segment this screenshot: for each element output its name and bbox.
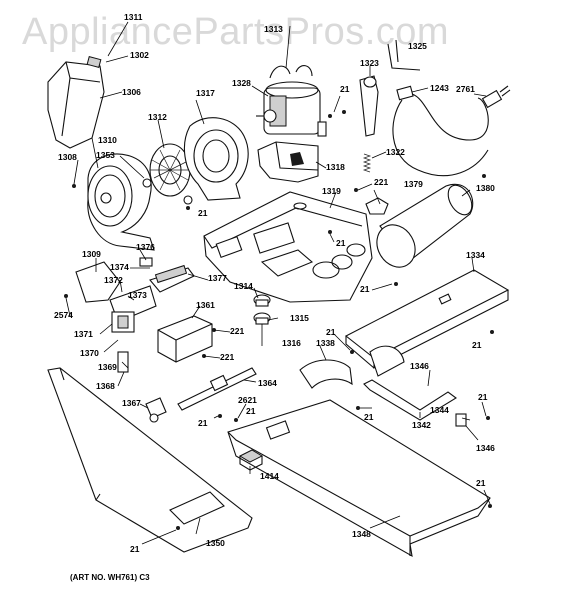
- callout-1314: 1314: [234, 281, 253, 291]
- part-1318-motor-mount: [257, 121, 327, 183]
- callout-21-f: 21: [472, 340, 482, 350]
- part-1323-terminal-block: [359, 75, 379, 137]
- part-1348-base: [227, 399, 491, 558]
- callout-1310: 1310: [98, 135, 117, 145]
- callout-1319: 1319: [322, 186, 341, 196]
- callout-1353: 1353: [96, 150, 115, 160]
- callout-2574: 2574: [54, 310, 73, 320]
- callout-1344: 1344: [430, 405, 449, 415]
- callout-21-e: 21: [326, 327, 336, 337]
- callout-1380: 1380: [476, 183, 495, 193]
- callout-1367: 1367: [122, 398, 141, 408]
- callout-21-d: 21: [360, 284, 370, 294]
- part-1369-orifice: [117, 351, 129, 373]
- part-1379-clip: [365, 197, 389, 215]
- part-1319-blower-base: [203, 191, 373, 303]
- callout-1369: 1369: [98, 362, 117, 372]
- part-1310-blower-housing: [87, 153, 155, 251]
- callout-21-j: 21: [476, 478, 486, 488]
- callout-1370: 1370: [80, 348, 99, 358]
- part-1342-support-channel: [363, 379, 457, 421]
- callout-1309: 1309: [82, 249, 101, 259]
- callout-21-a: 21: [340, 84, 350, 94]
- callout-1322: 1322: [386, 147, 405, 157]
- callout-1372: 1372: [104, 275, 123, 285]
- callout-21-l: 21: [246, 406, 256, 416]
- part-1364-rod: [177, 367, 257, 411]
- callout-1346-b: 1346: [476, 443, 495, 453]
- callout-1342: 1342: [412, 420, 431, 430]
- art-number: (ART NO. WH761) C3: [70, 573, 150, 582]
- part-1367-flare-fitting: [145, 397, 167, 423]
- callout-1302: 1302: [130, 50, 149, 60]
- part-1361-burner-bracket: [157, 315, 213, 363]
- callout-21-k: 21: [130, 544, 140, 554]
- part-1350-base-panel-left: [47, 367, 253, 553]
- part-1315-thermostat: [253, 312, 271, 325]
- callout-1361: 1361: [196, 300, 215, 310]
- callout-leaders: [65, 21, 491, 545]
- callout-21-g: 21: [364, 412, 374, 422]
- callout-221-c: 221: [220, 352, 234, 362]
- callout-1313: 1313: [264, 24, 283, 34]
- callout-21-i: 21: [198, 418, 208, 428]
- callout-1368: 1368: [96, 381, 115, 391]
- part-1376-clip: [139, 257, 153, 267]
- callout-1325: 1325: [408, 41, 427, 51]
- part-1306-duct: [47, 55, 105, 149]
- part-1309-bracket: [75, 261, 121, 303]
- callout-1379: 1379: [404, 179, 423, 189]
- callout-1311: 1311: [124, 12, 143, 22]
- callout-labels: 1311 1302 1306 1310 1308 1353 1312 1317 …: [54, 12, 495, 554]
- part-1380-heater-housing: [376, 183, 474, 268]
- part-1371-solenoid: [111, 311, 135, 333]
- callout-1373: 1373: [128, 290, 147, 300]
- callout-1308: 1308: [58, 152, 77, 162]
- callout-21-h: 21: [478, 392, 488, 402]
- callout-2621: 2621: [238, 395, 257, 405]
- callout-1338: 1338: [316, 338, 335, 348]
- part-1344-clip: [455, 413, 467, 427]
- callout-1334: 1334: [466, 250, 485, 260]
- callout-1243: 1243: [430, 83, 449, 93]
- callout-1318: 1318: [326, 162, 345, 172]
- part-1322-spring: [362, 153, 372, 173]
- callout-1374: 1374: [110, 262, 129, 272]
- part-1317-blower-cover: [183, 117, 249, 205]
- callout-21-b: 21: [198, 208, 208, 218]
- callout-1306: 1306: [122, 87, 141, 97]
- callout-1350: 1350: [206, 538, 225, 548]
- callout-21-c: 21: [336, 238, 346, 248]
- callout-1348: 1348: [352, 529, 371, 539]
- callout-1364: 1364: [258, 378, 277, 388]
- callout-1346-a: 1346: [410, 361, 429, 371]
- part-1312-fan: [142, 143, 191, 197]
- watermark-text: AppliancePartsPros.com: [22, 11, 449, 53]
- callout-221-b: 221: [230, 326, 244, 336]
- callout-1323: 1323: [360, 58, 379, 68]
- callout-2761: 2761: [456, 84, 475, 94]
- part-1314-thermostat: [253, 294, 271, 307]
- fastener-markers: [64, 110, 494, 530]
- part-1338-duct-elbow: [299, 345, 405, 389]
- callout-1316: 1316: [282, 338, 301, 348]
- callout-1371: 1371: [74, 329, 93, 339]
- part-1328-motor: [256, 65, 321, 135]
- callout-1317: 1317: [196, 88, 215, 98]
- callout-1377: 1377: [208, 273, 227, 283]
- callout-221-a: 221: [374, 177, 388, 187]
- callout-1312: 1312: [148, 112, 167, 122]
- callout-1328: 1328: [232, 78, 251, 88]
- callout-1376: 1376: [136, 242, 155, 252]
- callout-1414: 1414: [260, 471, 279, 481]
- part-1325-bracket: [387, 39, 421, 71]
- callout-1315: 1315: [290, 313, 309, 323]
- part-2761-power-cord: [392, 85, 511, 177]
